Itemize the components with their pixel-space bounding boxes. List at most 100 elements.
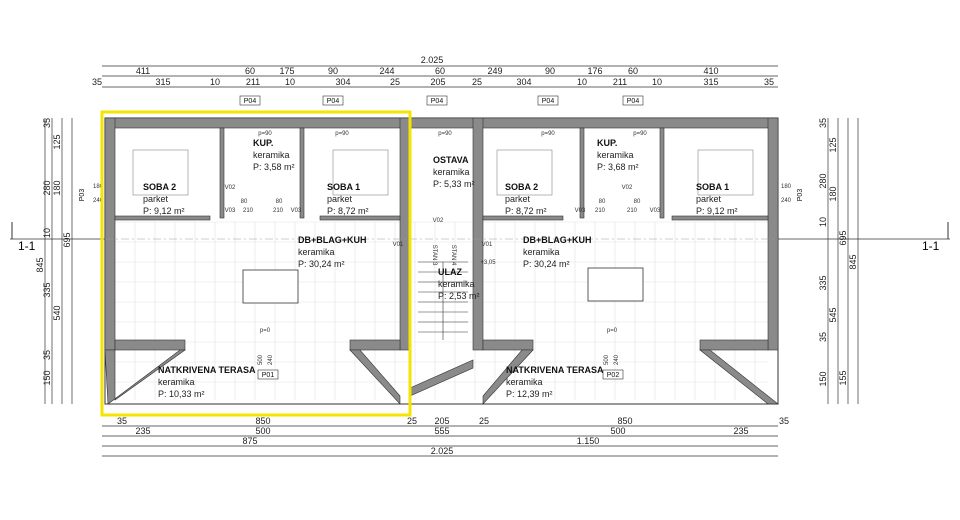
top-dimensions: 2.025 411 60 175 90 244 60 249 90 176 60… [92,55,778,88]
unit-label: STAN 4 [450,245,456,266]
selection-highlight [100,110,412,417]
dim: 315 [155,77,170,87]
dim-right: 335 [818,275,828,290]
dim: 249 [487,66,502,76]
window-tag: P01 [262,372,275,379]
room-floor: parket [143,194,169,204]
window-size: 180 [93,184,104,190]
dim: 205 [434,416,449,426]
dim: 555 [434,426,449,436]
dim-right: 10 [818,217,828,227]
room-floor: keramika [438,279,475,289]
room-name: SOBA 2 [505,182,538,192]
dim-right: 125 [828,137,838,152]
room-name: SOBA 2 [143,182,176,192]
room-floor: keramika [298,247,335,257]
level-mark: +3,05 [480,260,496,266]
dim: 60 [245,66,255,76]
door-tag: V03 [225,208,236,214]
dim-total-top: 2.025 [421,55,444,65]
sill-note: p=0 [260,328,271,334]
room-area: P: 30,24 m² [523,259,570,269]
window-tags: P04 P04 P04 P04 P04 P03 P03 P01 P02 V02 … [79,95,804,380]
dim: 410 [703,66,718,76]
room-area: P: 5,33 m² [433,179,475,189]
door-tag: V01 [482,242,493,248]
dim: 411 [136,66,150,76]
window-size: 240 [268,354,274,365]
room-area: P: 12,39 m² [506,389,553,399]
room-floor: keramika [433,167,470,177]
door-size: 80 [599,199,606,205]
unit-label: STAN 3 [431,245,437,266]
window-size: 240 [614,354,620,365]
door-tag: V03 [650,208,661,214]
room-area: P: 9,12 m² [696,206,738,216]
dim-right: 695 [838,230,848,245]
dim-row2: 35 315 10 211 10 304 25 205 25 304 10 21… [92,77,774,87]
room-floor: keramika [253,150,290,160]
dim: 211 [613,77,627,87]
staircase [418,261,468,340]
dim: 244 [379,66,394,76]
room-name: DB+BLAG+KUH [523,235,592,245]
dim-right: 280 [818,173,828,188]
room-name: NATKRIVENA TERASA [158,365,256,375]
dim-right: 35 [818,332,828,342]
door-tag: V03 [575,208,586,214]
dim: 35 [779,416,789,426]
room-area: P: 3,58 m² [253,162,295,172]
dim-left: 125 [52,134,62,149]
dim: 211 [246,77,260,87]
dim-left: 10 [42,228,52,238]
window-tag: P04 [627,98,640,105]
window-tag: P04 [327,98,340,105]
sill-note: p=0 [607,328,618,334]
sill-note: p=90 [541,131,555,137]
dim-right: 545 [828,307,838,322]
sill-note: p=90 [335,131,349,137]
dim: 90 [545,66,555,76]
dim-right: 150 [818,371,828,386]
door-tag: V01 [393,242,404,248]
section-label-right: 1-1 [922,239,940,253]
dim-right: 180 [828,186,838,201]
room-area: P: 3,68 m² [597,162,639,172]
dim: 60 [628,66,638,76]
door-tag: V02 [225,185,236,191]
window-tag: P02 [607,372,620,379]
bottom-dimensions: 35 850 25 205 25 850 35 235 500 555 500 … [102,416,789,457]
dim-left: 35 [42,118,52,128]
door-size: 80 [241,199,248,205]
window-size: 180 [781,184,792,190]
dim: 1.150 [577,436,600,446]
dim: 25 [390,77,400,87]
dim: 304 [516,77,531,87]
door-tag: V02 [622,185,633,191]
room-floor: parket [505,194,531,204]
room-floor: keramika [158,377,195,387]
dim: 25 [479,416,489,426]
room-area: P: 30,24 m² [298,259,345,269]
room-floor: keramika [523,247,560,257]
room-floor: keramika [506,377,543,387]
window-size: 500 [258,354,264,365]
room-name: OSTAVA [433,155,469,165]
dim-left: 280 [42,180,52,195]
dim: 60 [435,66,445,76]
room-floor: keramika [597,150,634,160]
dim: 10 [577,77,587,87]
window-size: 240 [93,198,104,204]
room-name: SOBA 1 [327,182,360,192]
window-tag: P04 [542,98,555,105]
room-area: P: 2,53 m² [438,291,480,301]
door-size: 210 [273,208,284,214]
door-size: 80 [276,199,283,205]
door-size: 210 [595,208,606,214]
dim-right: 155 [838,370,848,385]
dim: 10 [285,77,295,87]
dim-left: 845 [35,257,45,272]
